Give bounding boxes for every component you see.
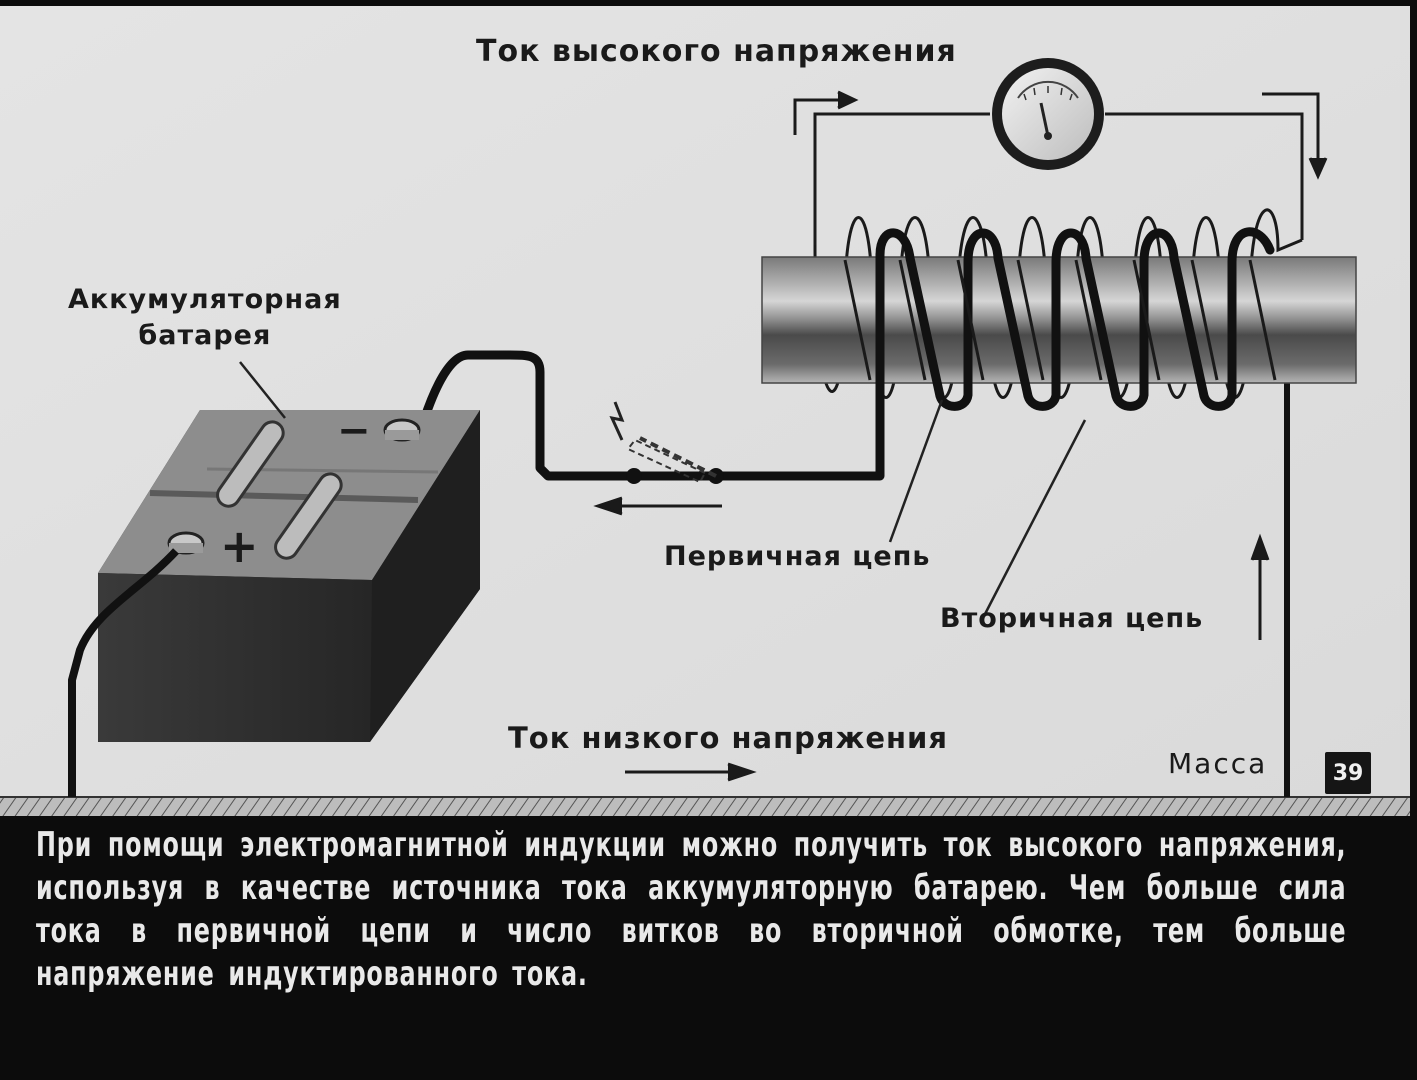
voltmeter-gauge xyxy=(992,58,1104,170)
high-voltage-title: Ток высокого напряжения xyxy=(476,34,957,69)
current-arrows xyxy=(593,90,1328,782)
ground-lead-left xyxy=(68,548,179,797)
storage-battery xyxy=(98,410,480,742)
page-number: 39 xyxy=(1325,752,1371,794)
breaker-switch xyxy=(609,401,724,484)
low-voltage-title: Ток низкого напряжения xyxy=(508,721,948,755)
ground-label: Масса xyxy=(1168,747,1268,780)
battery-label-line1: Аккумуляторная xyxy=(68,284,342,315)
secondary-winding-front xyxy=(843,259,1277,381)
caption-text: При помощи электромагнитной индукции мож… xyxy=(36,825,1347,994)
battery-plus-sign: + xyxy=(220,519,259,573)
primary-winding xyxy=(875,227,1275,465)
battery-minus-sign: − xyxy=(337,408,371,454)
secondary-circuit-label: Вторичная цепь xyxy=(940,603,1204,634)
secondary-circuit-wire xyxy=(813,112,1304,245)
battery-label-line2: батарея xyxy=(138,320,272,351)
primary-circuit-wire xyxy=(419,350,885,481)
primary-circuit-label: Первичная цепь xyxy=(664,541,931,572)
battery-label: Аккумуляторная батарея xyxy=(68,282,342,354)
ground-hatch xyxy=(0,797,1410,816)
pointer-lines xyxy=(239,361,1087,617)
